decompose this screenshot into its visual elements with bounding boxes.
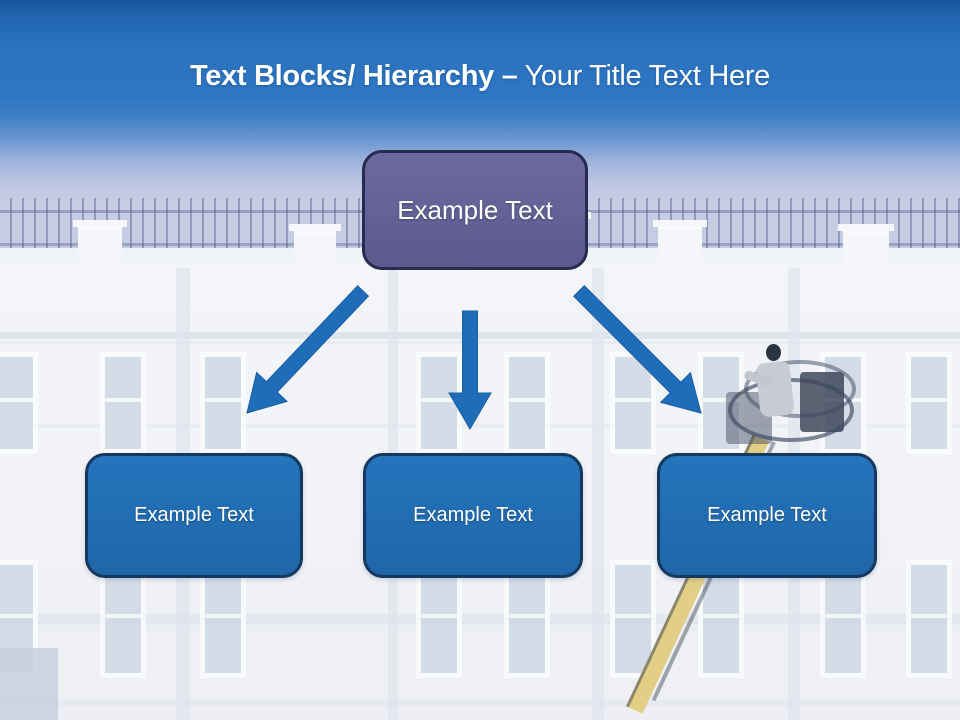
window <box>416 560 462 678</box>
cornice-molding <box>0 627 960 631</box>
root-text-block-label: Example Text <box>397 194 553 225</box>
basket-railing <box>744 360 856 418</box>
child-text-block-2[interactable]: Example Text <box>363 453 583 578</box>
parapet-pillar <box>838 224 894 271</box>
window <box>200 352 246 454</box>
pilaster <box>592 268 604 720</box>
worker-head <box>766 344 781 361</box>
cornice-molding <box>0 332 960 339</box>
parapet-pillar <box>653 220 707 271</box>
corner-window <box>0 648 58 720</box>
window <box>100 352 146 454</box>
window <box>906 560 952 678</box>
parapet-pillar <box>289 224 341 271</box>
cornice-molding <box>0 660 960 668</box>
cornice-molding <box>0 424 960 428</box>
parapet-pillar <box>73 220 127 271</box>
child-text-block-2-label: Example Text <box>413 504 533 526</box>
window <box>610 560 656 678</box>
window <box>504 560 550 678</box>
title-bold-segment: Text Blocks/ Hierarchy – <box>189 60 518 92</box>
window <box>504 352 550 454</box>
cornice-molding <box>0 341 960 344</box>
slide-title[interactable]: Text Blocks/ Hierarchy –Your Title Text … <box>0 58 960 94</box>
window <box>698 560 744 678</box>
window <box>906 352 952 454</box>
cornice-molding <box>0 700 960 706</box>
child-text-block-1-label: Example Text <box>134 504 254 526</box>
child-text-block-3[interactable]: Example Text <box>657 453 877 578</box>
window <box>0 352 38 454</box>
child-text-block-1[interactable]: Example Text <box>85 453 303 578</box>
root-text-block[interactable]: Example Text <box>362 150 588 270</box>
arrow-down-left-icon <box>246 285 370 414</box>
window <box>820 560 866 678</box>
title-placeholder-segment: Your Title Text Here <box>524 60 771 92</box>
arrow-down-right-icon <box>572 284 702 414</box>
arrow-down-icon <box>448 310 492 430</box>
child-text-block-3-label: Example Text <box>707 504 827 526</box>
cornice-molding <box>0 614 960 624</box>
